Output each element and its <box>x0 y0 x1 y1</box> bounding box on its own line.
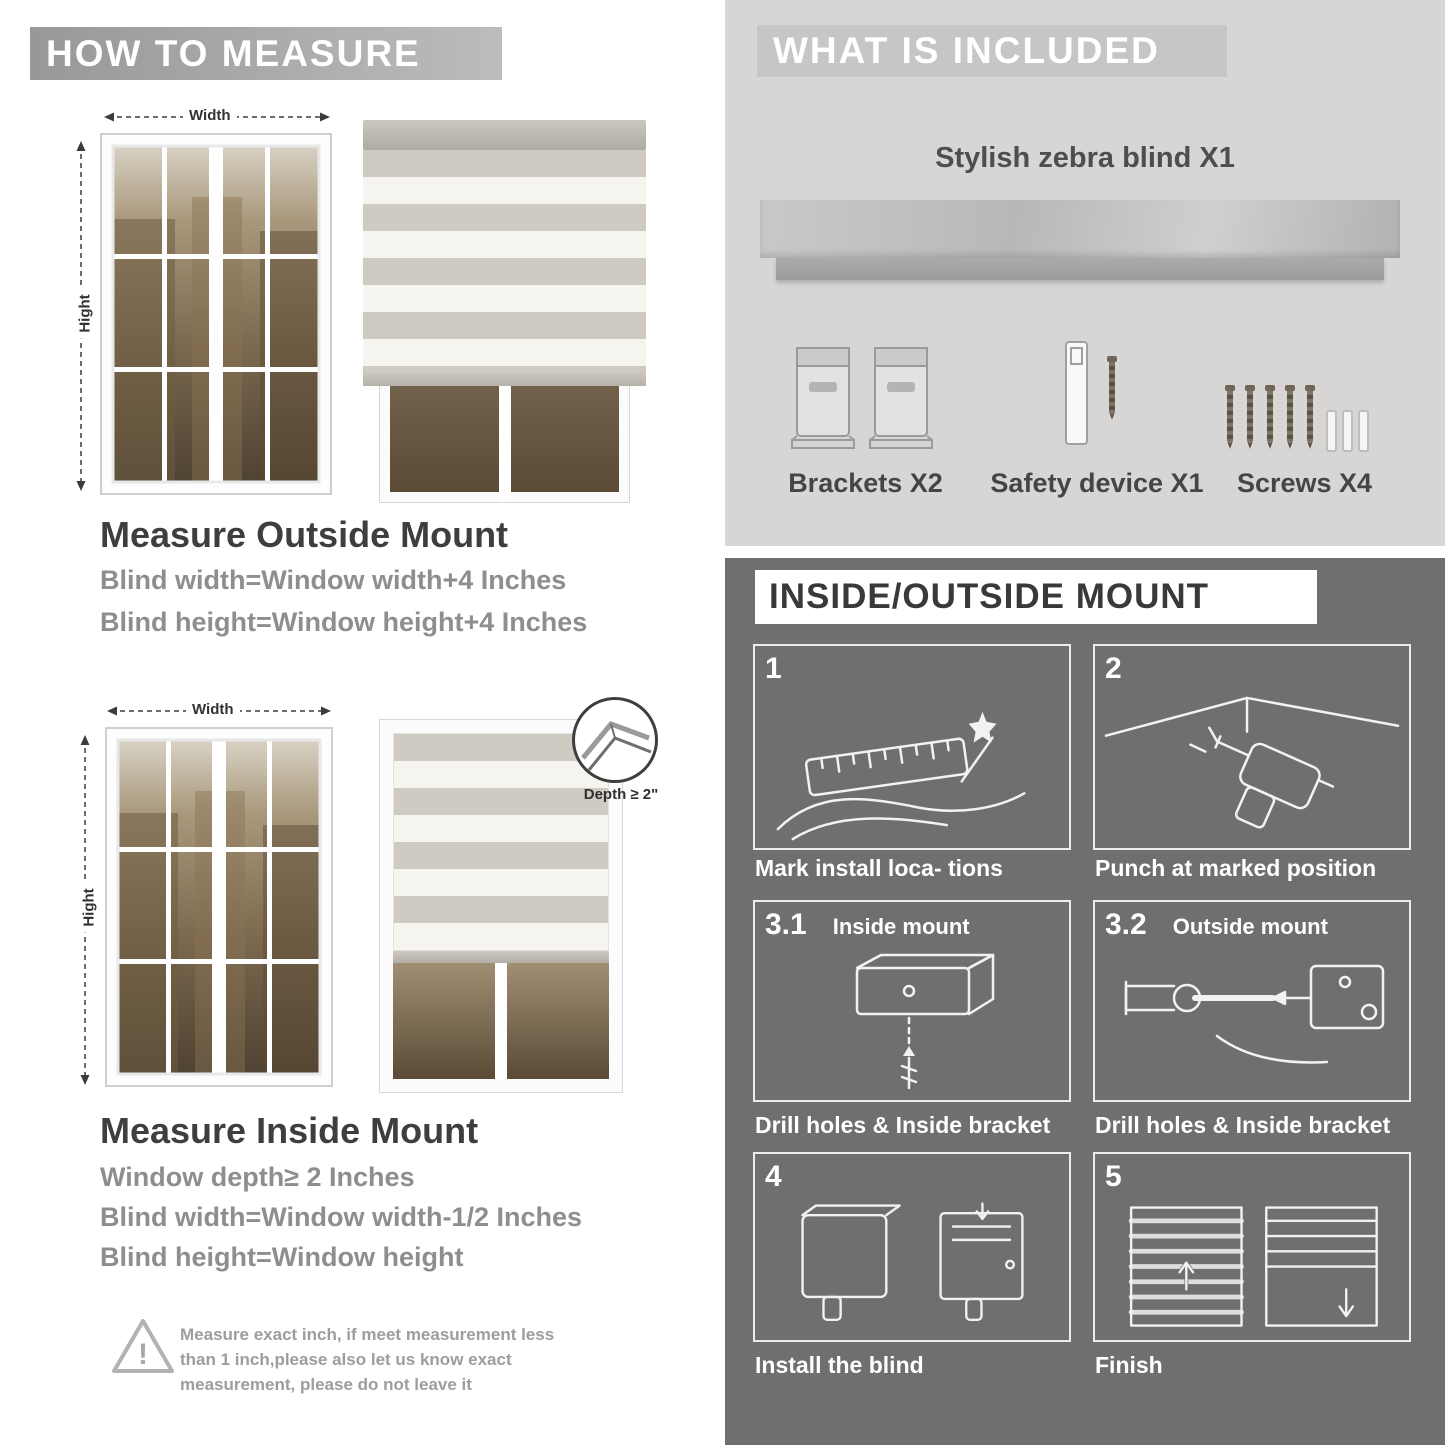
drill-illustration <box>1095 690 1409 844</box>
what-is-included-title: WHAT IS INCLUDED <box>773 30 1160 71</box>
blind-bottom-rail <box>393 951 609 963</box>
what-is-included-banner: WHAT IS INCLUDED <box>757 25 1227 77</box>
headrail-illustration <box>760 200 1400 258</box>
safety-device-icon <box>1065 341 1088 445</box>
blind-stripes <box>363 150 646 372</box>
mark-location-illustration <box>755 690 1069 844</box>
screw-icon <box>1106 356 1118 424</box>
finished-blinds-illustration <box>1095 1198 1409 1336</box>
inside-formula-height: Blind height=Window height <box>100 1242 464 1272</box>
step-1-panel: 1 <box>753 644 1071 850</box>
warning-line-2: than 1 inch,please also let us know exac… <box>180 1350 512 1369</box>
inside-mount-title: Measure Inside Mount <box>100 1110 479 1151</box>
step-label: Inside mount <box>832 914 970 939</box>
step-3-2-caption: Drill holes & Inside bracket <box>1095 1112 1391 1138</box>
corner-detail-icon <box>581 721 652 771</box>
step-number: 3.2 <box>1105 908 1147 941</box>
window-illustration-inside <box>105 727 333 1087</box>
blind-illustration-inside <box>379 719 623 1093</box>
step-label: Outside mount <box>1172 914 1328 939</box>
step-number: 1 <box>765 652 782 685</box>
width-dim-label: Width <box>183 107 237 124</box>
inside-outside-mount-banner: INSIDE/OUTSIDE MOUNT <box>755 570 1317 624</box>
step-5-caption: Finish <box>1095 1352 1163 1378</box>
step-4-caption: Install the blind <box>755 1352 924 1378</box>
install-blind-illustration <box>755 1198 1069 1336</box>
inside-formula-width: Blind width=Window width-1/2 Inches <box>100 1202 583 1232</box>
window-illustration-outside <box>100 133 332 495</box>
depth-callout-circle <box>572 697 658 783</box>
how-to-measure-banner: HOW TO MEASURE <box>30 27 502 80</box>
width-dim-label: Width <box>186 701 240 718</box>
screw-icon <box>1304 385 1316 453</box>
step-number: 4 <box>765 1160 782 1193</box>
warning-line-3: measurement, please do not leave it <box>180 1375 472 1394</box>
inside-bracket-illustration <box>755 946 1069 1096</box>
height-dim-label: Hight <box>76 288 94 339</box>
inside-formula-depth: Window depth≥ 2 Inches <box>100 1162 415 1192</box>
screw-icon <box>1264 385 1276 453</box>
outside-formula-height: Blind height=Window height+4 Inches <box>100 607 588 637</box>
height-dim-label: Hight <box>80 882 98 933</box>
blind-cassette <box>363 120 646 150</box>
outside-bracket-illustration <box>1095 946 1409 1096</box>
inside-height-arrow: Hight <box>78 734 98 1086</box>
step-3-1-panel: 3.1 Inside mount <box>753 900 1071 1102</box>
stylish-blind-label: Stylish zebra blind X1 <box>935 142 1235 174</box>
safety-device-label: Safety device X1 <box>990 468 1204 498</box>
wall-anchor-icon <box>1358 410 1369 452</box>
outside-mount-title: Measure Outside Mount <box>100 514 509 555</box>
warning-mark: ! <box>138 1338 148 1371</box>
step-5-panel: 5 <box>1093 1152 1411 1342</box>
outside-formula-width: Blind width=Window width+4 Inches <box>100 565 567 595</box>
wall-anchor-icon <box>1342 410 1353 452</box>
bracket-icon <box>869 347 933 449</box>
step-number: 2 <box>1105 652 1122 685</box>
step-1-caption: Mark install loca- tions <box>755 855 1003 881</box>
bracket-icon <box>791 347 855 449</box>
step-2-caption: Punch at marked position <box>1095 855 1377 881</box>
inside-outside-mount-title: INSIDE/OUTSIDE MOUNT <box>769 577 1210 616</box>
warning-text: Measure exact inch, if meet measurement … <box>180 1322 554 1397</box>
step-number: 5 <box>1105 1160 1122 1193</box>
window-center-divider <box>495 963 507 1079</box>
step-number: 3.1 <box>765 908 807 941</box>
step-2-panel: 2 <box>1093 644 1411 850</box>
screw-icon <box>1244 385 1256 453</box>
screws-label: Screws X4 <box>1236 468 1373 498</box>
blind-bottom-rail <box>363 372 646 386</box>
outside-height-arrow: Hight <box>74 140 94 492</box>
wall-anchor-icon <box>1326 410 1337 452</box>
step-3-2-panel: 3.2 Outside mount <box>1093 900 1411 1102</box>
brackets-label: Brackets X2 <box>788 468 943 498</box>
headrail-lip <box>776 258 1384 280</box>
step-4-panel: 4 <box>753 1152 1071 1342</box>
depth-note: Depth ≥ 2" <box>583 786 659 803</box>
outside-width-arrow: Width <box>103 107 331 124</box>
warning-line-1: Measure exact inch, if meet measurement … <box>180 1325 555 1344</box>
step-3-1-caption: Drill holes & Inside bracket <box>755 1112 1051 1138</box>
window-glass <box>393 963 609 1079</box>
how-to-measure-title: HOW TO MEASURE <box>46 32 421 74</box>
screw-icon <box>1224 385 1236 453</box>
inside-width-arrow: Width <box>106 701 332 718</box>
screw-icon <box>1284 385 1296 453</box>
blind-stripes <box>393 733 609 951</box>
blind-illustration-outside <box>363 120 646 503</box>
warning-triangle-icon: ! <box>112 1319 174 1373</box>
